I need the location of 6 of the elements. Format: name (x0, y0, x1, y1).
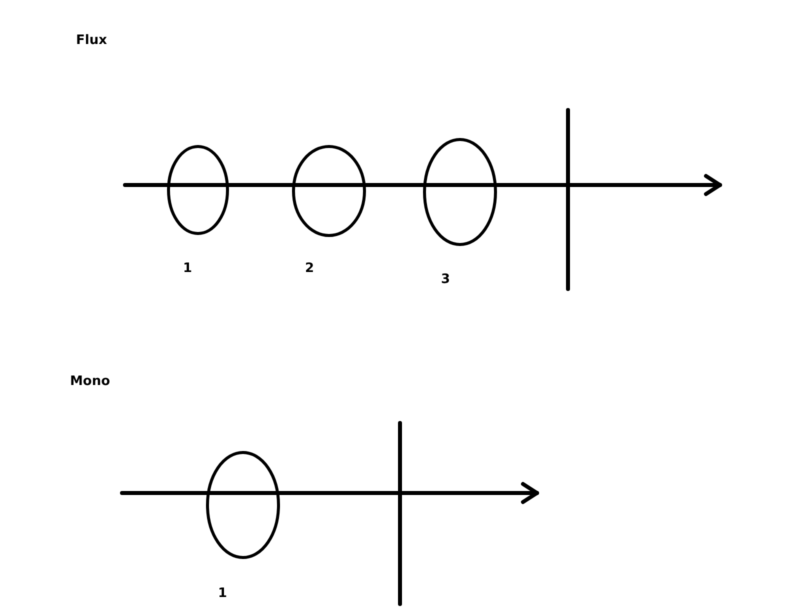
number-label: 1 (218, 586, 228, 601)
number-label: 2 (305, 261, 314, 276)
section-title: Flux (76, 33, 107, 48)
section-title: Mono (70, 374, 110, 389)
number-label: 3 (441, 272, 450, 287)
number-label: 1 (183, 261, 192, 276)
